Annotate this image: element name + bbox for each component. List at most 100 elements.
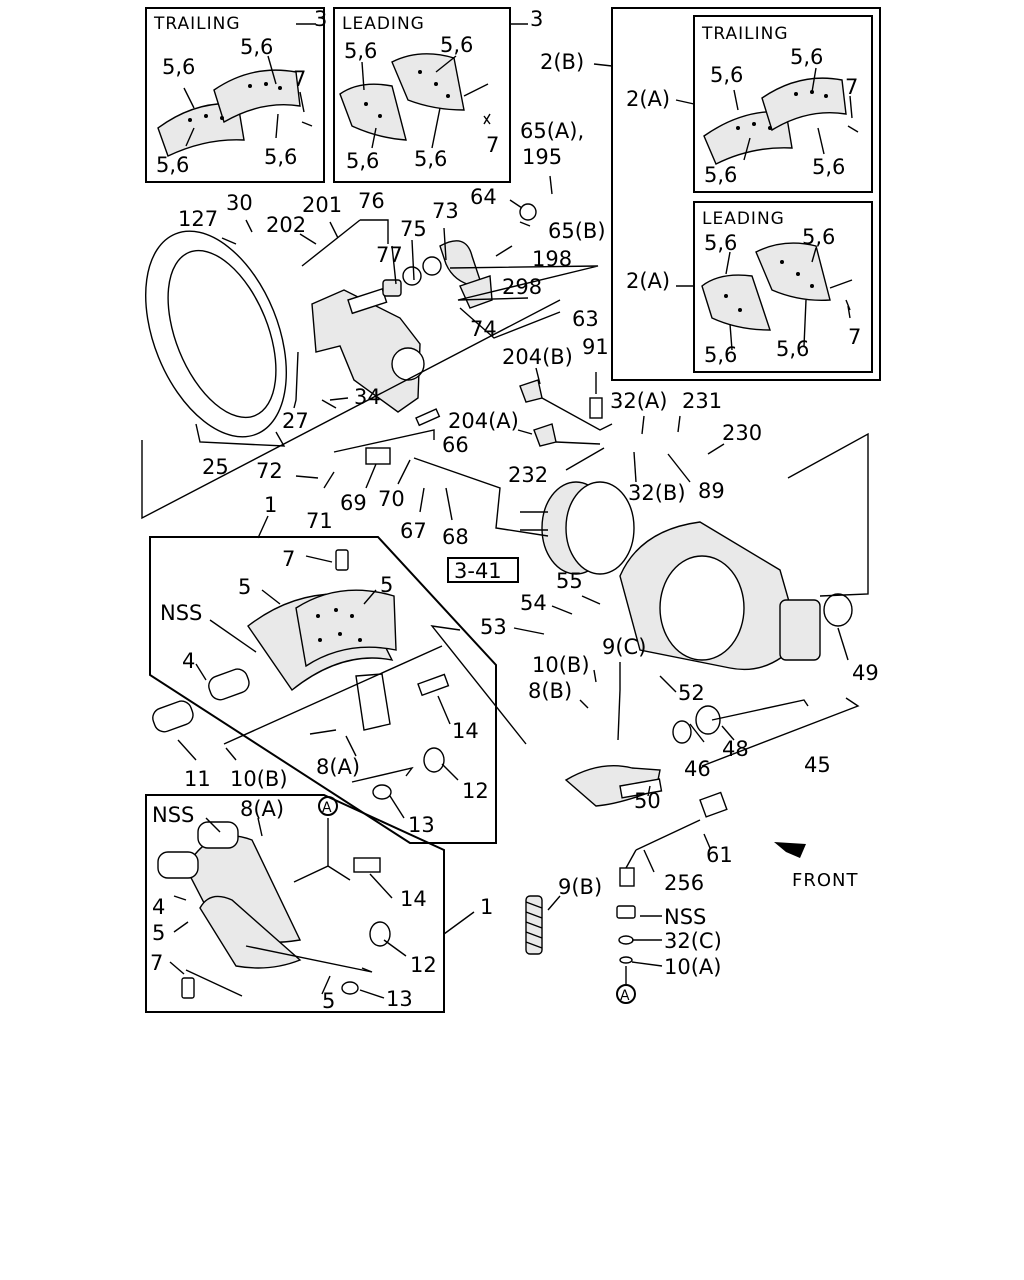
sensor-spring-illustration: [525, 791, 728, 964]
part-label: 72: [256, 459, 283, 483]
part-label: 5,6: [240, 35, 273, 59]
part-label: 231: [682, 389, 722, 413]
part-label: 10(A): [664, 955, 721, 979]
part-label: 48: [722, 737, 749, 761]
part-label: 10(B): [230, 767, 288, 791]
part-label: 5,6: [346, 149, 379, 173]
part-label: 70: [378, 487, 405, 511]
title-trailing-1: TRAILING: [153, 14, 241, 34]
part-label: 5: [380, 573, 393, 597]
part-label: 52: [678, 681, 705, 705]
leading-shoe-illustration-2: [701, 242, 853, 331]
trailing-shoe-illustration-1: [157, 69, 313, 157]
part-label: 5,6: [414, 147, 447, 171]
frame-trailing-shoe-set-1: [145, 7, 325, 183]
part-labels: 3 3 2(B) 5,6 5,6 7 5,6 5,6 5,6 5,6 7 5,6…: [150, 7, 879, 1013]
part-label: 10(B): [532, 653, 590, 677]
circle-a-marker-1-label: A: [322, 800, 332, 816]
part-label: 1: [480, 895, 493, 919]
part-label: 54: [520, 591, 547, 615]
circle-a-marker-2-label: A: [620, 988, 630, 1004]
part-label: 204(B): [502, 345, 573, 369]
part-label: 14: [452, 719, 479, 743]
part-label: 5,6: [156, 153, 189, 177]
part-label: 77: [376, 243, 403, 267]
part-label: 5,6: [162, 55, 195, 79]
part-label: 5,6: [802, 225, 835, 249]
part-label: 4: [152, 895, 165, 919]
trailing-shoe-illustration-2: [703, 77, 859, 165]
cam-housing-illustration: [564, 521, 853, 807]
part-label: 5,6: [264, 145, 297, 169]
ref-box-label: 3-41: [454, 559, 502, 583]
circle-a-marker-1: [318, 796, 338, 816]
title-leading-1: LEADING: [342, 14, 425, 34]
part-label: 5,6: [776, 337, 809, 361]
part-label: 69: [340, 491, 367, 515]
part-label: 30: [226, 191, 253, 215]
part-label: 76: [358, 189, 385, 213]
part-label: 11: [184, 767, 211, 791]
part-label: 66: [442, 433, 469, 457]
part-label: 3: [314, 7, 327, 31]
ref-box: [447, 557, 519, 583]
part-label: 7: [282, 547, 295, 571]
part-label: 8(A): [316, 755, 360, 779]
part-label: 195: [522, 145, 562, 169]
part-label: 53: [480, 615, 507, 639]
part-label: 49: [852, 661, 879, 685]
part-label: 7: [150, 951, 163, 975]
part-label: 9(B): [558, 875, 602, 899]
part-label: 201: [302, 193, 342, 217]
part-label: 32(B): [628, 481, 686, 505]
part-label: 25: [202, 455, 229, 479]
part-label: 12: [462, 779, 489, 803]
part-label: 91: [582, 335, 609, 359]
part-label: 5,6: [704, 343, 737, 367]
part-label: 71: [306, 509, 333, 533]
part-label: 7: [486, 133, 499, 157]
part-label: 4: [182, 649, 195, 673]
part-label: 65(A),: [520, 119, 584, 143]
part-label: 2(A): [626, 87, 670, 111]
frame-shoe-assembly-1-lower: [145, 794, 445, 1013]
part-label: 2(B): [540, 50, 584, 74]
part-label: 34: [354, 385, 381, 409]
part-label: 5: [152, 921, 165, 945]
part-label: NSS: [160, 601, 202, 625]
leader-lines: [141, 23, 869, 999]
part-label: 68: [442, 525, 469, 549]
frame-leading-shoe-set-2: [693, 201, 873, 373]
part-label: 2(A): [626, 269, 670, 293]
part-label: NSS: [664, 905, 706, 929]
part-label: 13: [408, 813, 435, 837]
part-label: 75: [400, 217, 427, 241]
part-label: 73: [432, 199, 459, 223]
part-label: 32(A): [610, 389, 667, 413]
part-label: 14: [400, 887, 427, 911]
part-label: 5,6: [704, 163, 737, 187]
air-chamber-illustration: [365, 379, 635, 575]
part-label: 7: [848, 325, 861, 349]
part-label: 50: [634, 789, 661, 813]
part-label: 89: [698, 479, 725, 503]
part-label: 7: [845, 75, 858, 99]
part-label: 55: [556, 569, 583, 593]
part-label: 298: [502, 275, 542, 299]
part-label: 202: [266, 213, 306, 237]
part-label: 256: [664, 871, 704, 895]
part-label: 3: [530, 7, 543, 31]
part-label: 45: [804, 753, 831, 777]
part-label: 127: [178, 207, 218, 231]
frame-leading-shoe-set-1: [333, 7, 511, 183]
title-leading-2: LEADING: [702, 209, 785, 229]
part-label: 5,6: [812, 155, 845, 179]
part-label: 7: [293, 67, 306, 91]
part-label: 232: [508, 463, 548, 487]
part-label: 5,6: [704, 231, 737, 255]
part-label: 61: [706, 843, 733, 867]
part-label: 204(A): [448, 409, 519, 433]
part-label: 46: [684, 757, 711, 781]
part-label: 198: [532, 247, 572, 271]
